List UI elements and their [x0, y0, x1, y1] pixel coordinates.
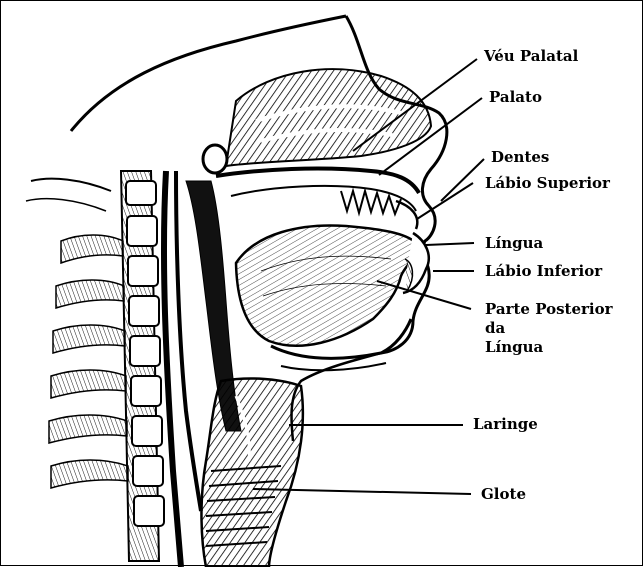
label-parte-posterior-line2: Língua: [485, 338, 635, 357]
label-labio-superior: Lábio Superior: [485, 174, 610, 193]
label-parte-posterior-da-lingua: Parte Posterior da Língua: [485, 300, 635, 357]
label-labio-inferior: Lábio Inferior: [485, 262, 602, 281]
label-dentes: Dentes: [491, 148, 549, 167]
pointer-dentes: [441, 159, 484, 201]
palate-and-teeth: [216, 169, 419, 229]
label-glote: Glote: [481, 485, 526, 504]
label-lingua: Língua: [485, 234, 543, 253]
cervical-spine: [26, 171, 164, 561]
label-parte-posterior-line1: Parte Posterior da: [485, 300, 635, 338]
pointer-lingua: [426, 243, 474, 245]
larynx-trachea: [201, 379, 302, 567]
label-laringe: Laringe: [473, 415, 538, 434]
label-palato: Palato: [489, 88, 542, 107]
nasal-cavity: [203, 69, 431, 173]
label-veu-palatal: Véu Palatal: [484, 47, 578, 66]
